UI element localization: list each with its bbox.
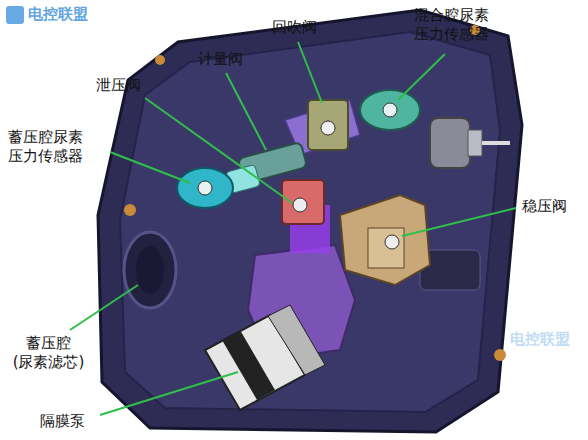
part-name: 稳压阀 bbox=[522, 197, 567, 216]
part-name: 泄压阀 bbox=[96, 76, 141, 95]
part-name: 混合腔尿素 压力传感器 bbox=[412, 6, 492, 44]
watermark: 电控联盟 bbox=[510, 330, 570, 349]
part-name: 回吹阀 bbox=[272, 18, 317, 37]
part-name: 隔膜泵 bbox=[40, 412, 85, 431]
watermark: 电控联盟 bbox=[28, 5, 88, 24]
part-name: 蓄压腔尿素 压力传感器 bbox=[6, 128, 86, 166]
part-name: 计量阀 bbox=[198, 50, 243, 69]
part-name: 蓄压腔 (尿素滤芯) bbox=[8, 334, 89, 372]
